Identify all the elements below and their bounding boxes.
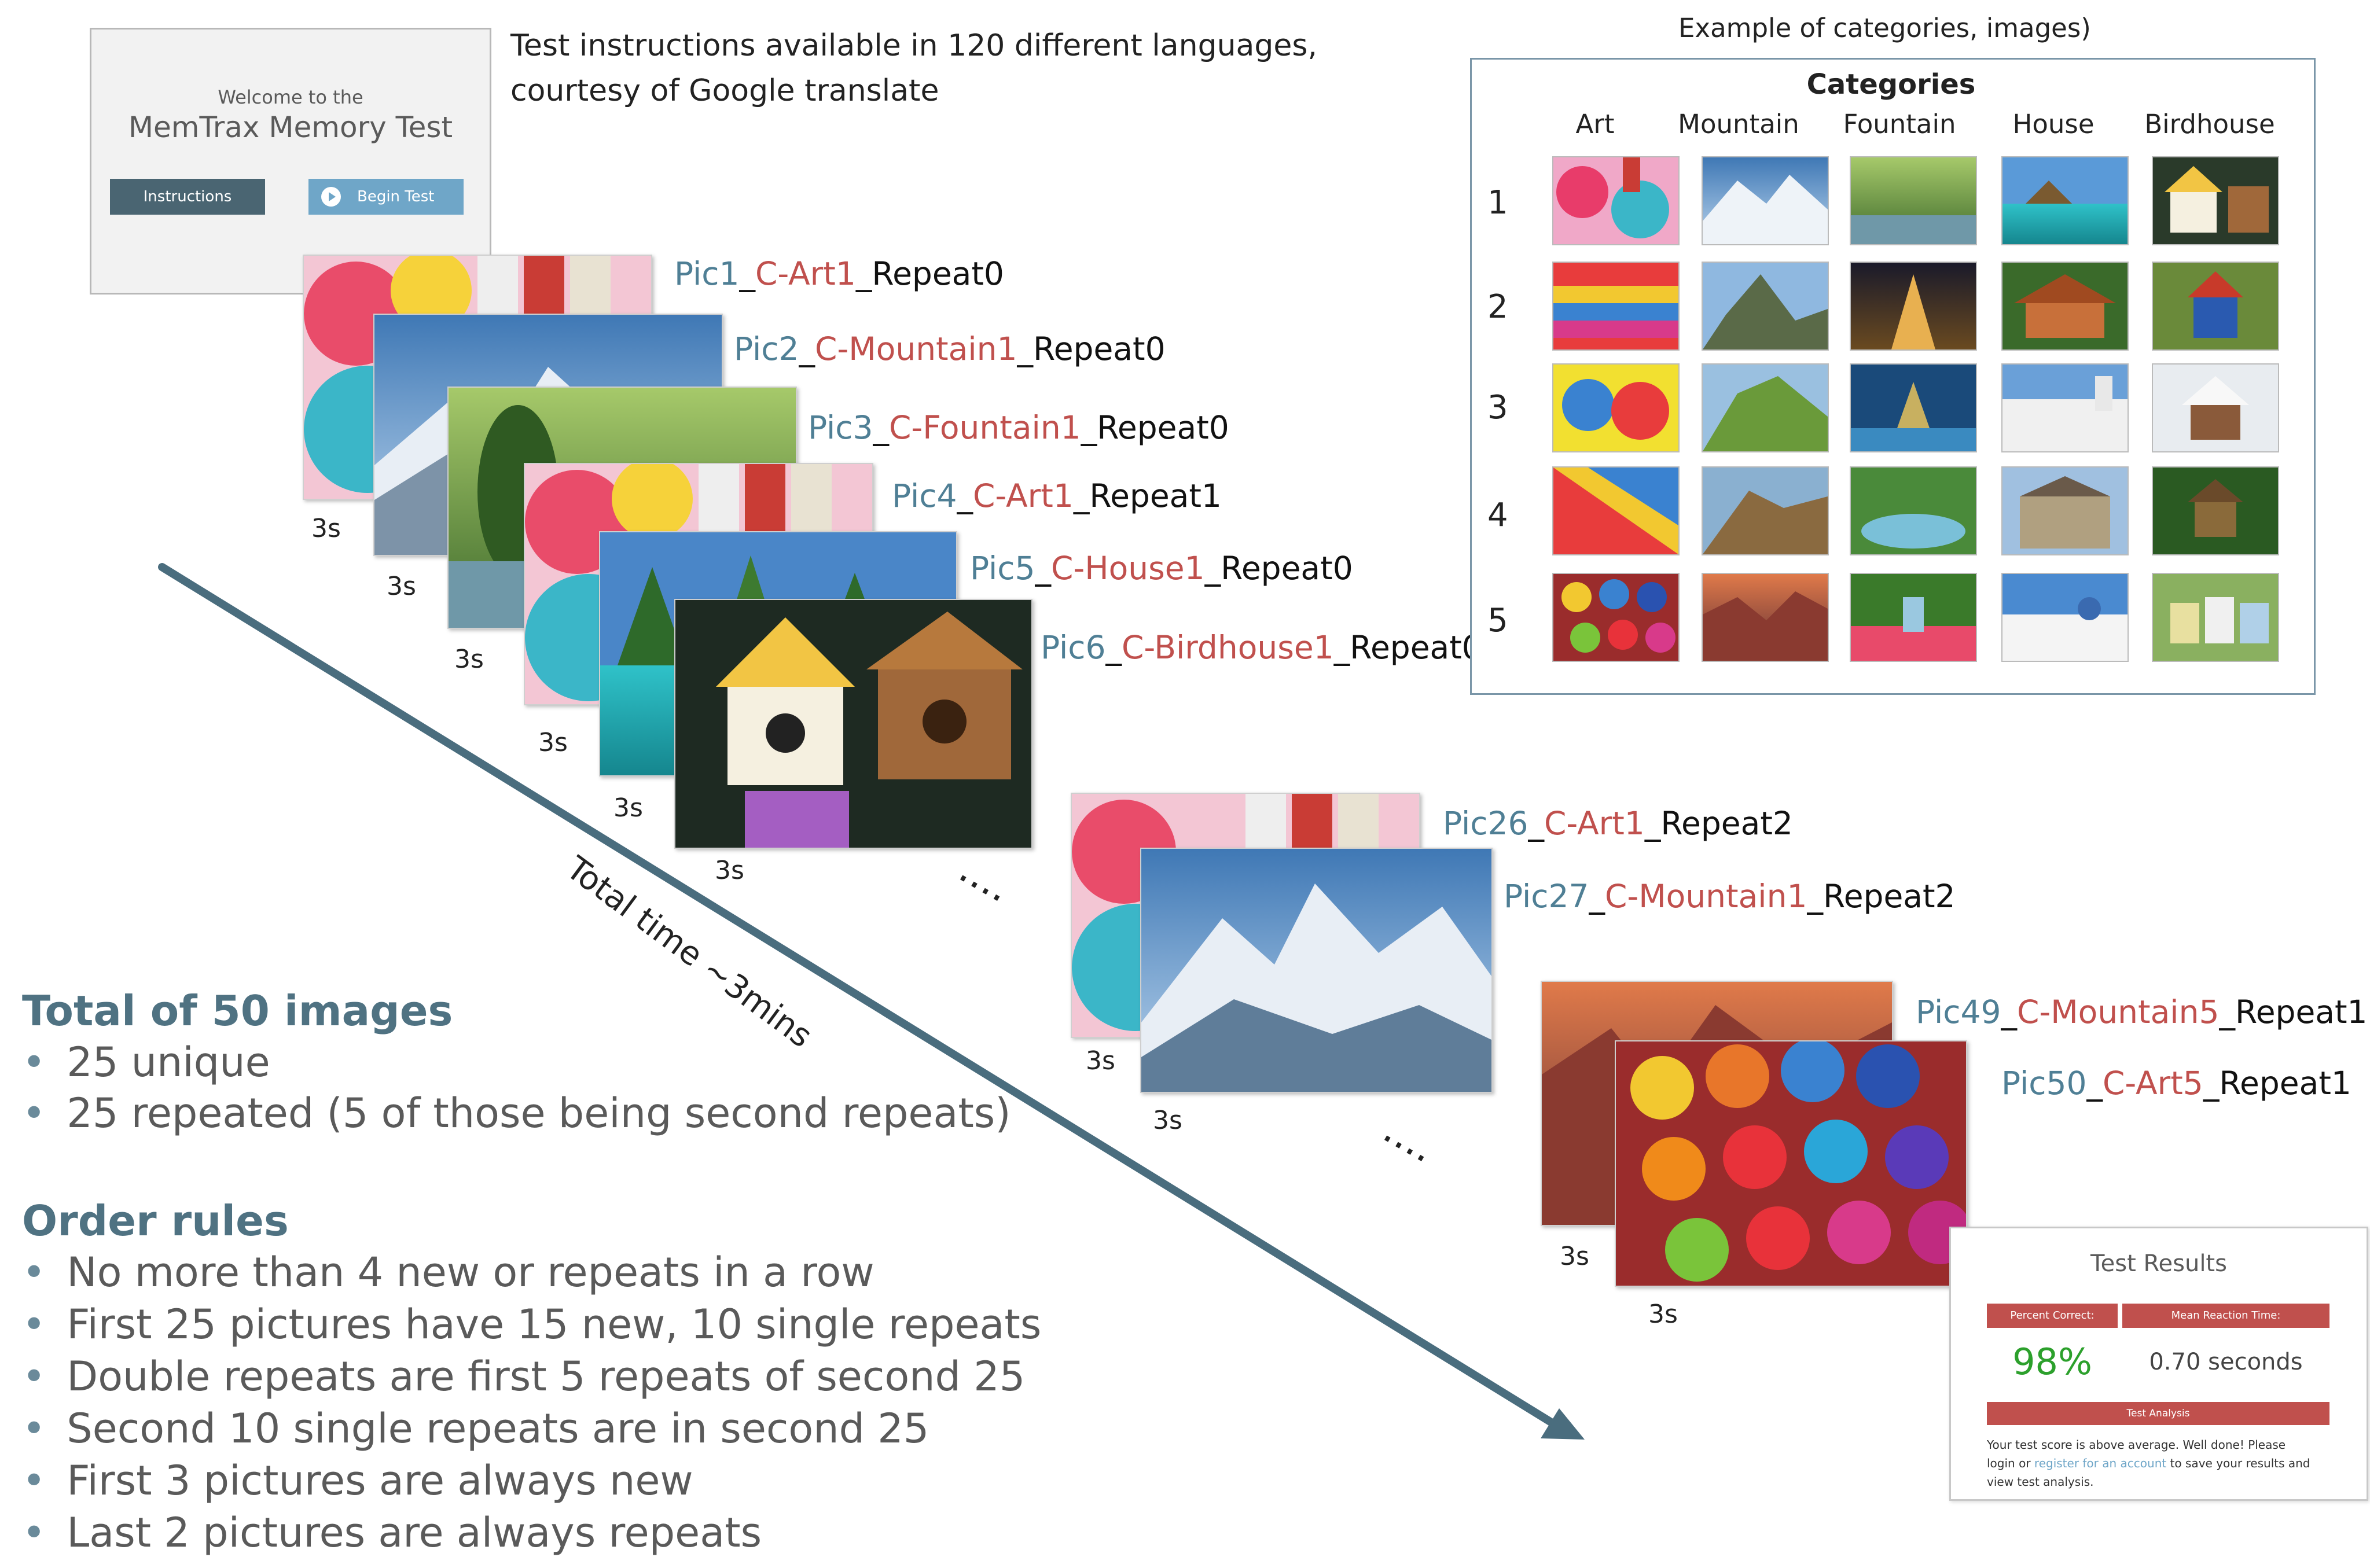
category-row-4: 4 xyxy=(1487,496,1508,534)
rule-item: •No more than 4 new or repeats in a row xyxy=(22,1249,874,1296)
results-message: Your test score is above average. Well d… xyxy=(1987,1438,2310,1489)
pic50-label: Pic50_C-Art5_Repeat1 xyxy=(2001,1065,2351,1102)
category-fountain: Fountain xyxy=(1843,109,1956,139)
thumb-birdhouse-3 xyxy=(2152,363,2279,452)
begin-test-button[interactable]: Begin Test xyxy=(308,179,464,215)
language-note-line1: Test instructions available in 120 diffe… xyxy=(510,28,1318,63)
test-results-title: Test Results xyxy=(2090,1250,2227,1277)
thumb-birdhouse-1 xyxy=(2152,156,2279,245)
thumb-mountain-3 xyxy=(1702,363,1829,452)
thumb-art-4 xyxy=(1552,466,1680,555)
pic27-label: Pic27_C-Mountain1_Repeat2 xyxy=(1504,878,1956,915)
thumb-art-2 xyxy=(1552,262,1680,351)
register-link[interactable]: register for an account xyxy=(2034,1456,2167,1470)
pic2-duration: 3s xyxy=(387,572,416,601)
thumb-fountain-5 xyxy=(1850,573,1977,662)
thumb-mountain-1 xyxy=(1702,156,1829,245)
pic5-duration: 3s xyxy=(613,793,643,823)
language-note-line2: courtesy of Google translate xyxy=(510,73,939,108)
instructions-button[interactable]: Instructions xyxy=(110,179,265,215)
thumb-art-1 xyxy=(1552,156,1680,245)
thumb-fountain-2 xyxy=(1850,262,1977,351)
rule-item: •Second 10 single repeats are in second … xyxy=(22,1405,929,1452)
pic6-duration: 3s xyxy=(715,856,744,885)
pic50-duration: 3s xyxy=(1648,1300,1678,1329)
language-note: Test instructions available in 120 diffe… xyxy=(510,23,1317,113)
pic49-label: Pic49_C-Mountain5_Repeat1 xyxy=(1916,993,2368,1030)
categories-title: Categories xyxy=(1806,68,1976,101)
pic4-duration: 3s xyxy=(538,728,568,757)
welcome-line1: Welcome to the xyxy=(218,86,363,108)
pic26-label: Pic26_C-Art1_Repeat2 xyxy=(1443,805,1793,842)
rule-item: •Double repeats are first 5 repeats of s… xyxy=(22,1353,1026,1400)
rule-item: •First 3 pictures are always new xyxy=(22,1457,693,1504)
pic4-label: Pic4_C-Art1_Repeat1 xyxy=(892,477,1222,514)
pic3-label: Pic3_C-Fountain1_Repeat0 xyxy=(808,409,1229,446)
thumb-mountain-4 xyxy=(1702,466,1829,555)
thumb-house-2 xyxy=(2001,262,2129,351)
thumb-house-5 xyxy=(2001,573,2129,662)
reaction-time-header: Mean Reaction Time: xyxy=(2122,1304,2329,1328)
thumb-birdhouse-5 xyxy=(2152,573,2279,662)
thumb-house-4 xyxy=(2001,466,2129,555)
category-row-3: 3 xyxy=(1487,389,1508,426)
pic6-birdhouse-image xyxy=(674,599,1032,849)
pic49-duration: 3s xyxy=(1560,1242,1589,1271)
thumb-mountain-2 xyxy=(1702,262,1829,351)
thumb-birdhouse-4 xyxy=(2152,466,2279,555)
play-icon xyxy=(321,187,341,207)
begin-test-label: Begin Test xyxy=(357,188,435,205)
thumb-fountain-1 xyxy=(1850,156,1977,245)
percent-correct-header: Percent Correct: xyxy=(1987,1304,2118,1328)
pic50-art-image xyxy=(1615,1040,1967,1287)
reaction-time-value: 0.70 seconds xyxy=(2149,1349,2303,1375)
thumb-art-5 xyxy=(1552,573,1680,662)
thumb-mountain-5 xyxy=(1702,573,1829,662)
summary-title: Total of 50 images xyxy=(22,987,453,1035)
pic2-label: Pic2_C-Mountain1_Repeat0 xyxy=(734,330,1166,367)
pic3-duration: 3s xyxy=(454,645,484,674)
category-row-5: 5 xyxy=(1487,602,1508,639)
pic27-mountain-image xyxy=(1140,848,1493,1093)
pic5-label: Pic5_C-House1_Repeat0 xyxy=(970,550,1353,587)
thumb-birdhouse-2 xyxy=(2152,262,2279,351)
rule-item: •Last 2 pictures are always repeats xyxy=(22,1509,762,1556)
rules-title: Order rules xyxy=(22,1197,289,1245)
test-results-panel: Test Results Percent Correct: Mean React… xyxy=(1949,1227,2368,1501)
category-mountain: Mountain xyxy=(1678,109,1799,139)
thumb-fountain-4 xyxy=(1850,466,1977,555)
pic1-duration: 3s xyxy=(311,514,341,543)
category-row-1: 1 xyxy=(1487,184,1508,222)
pic6-label: Pic6_C-Birdhouse1_Repeat0 xyxy=(1041,629,1482,666)
summary-item: •25 repeated (5 of those being second re… xyxy=(22,1089,1011,1137)
thumb-house-1 xyxy=(2001,156,2129,245)
thumb-house-3 xyxy=(2001,363,2129,452)
thumb-fountain-3 xyxy=(1850,363,1977,452)
pic27-duration: 3s xyxy=(1153,1106,1182,1135)
welcome-screen: Welcome to the MemTrax Memory Test Instr… xyxy=(90,28,491,295)
rule-item: •First 25 pictures have 15 new, 10 singl… xyxy=(22,1301,1042,1348)
category-art: Art xyxy=(1575,109,1615,139)
test-analysis-header: Test Analysis xyxy=(1987,1402,2329,1425)
category-house: House xyxy=(2012,109,2095,139)
thumb-art-3 xyxy=(1552,363,1680,452)
welcome-title: MemTrax Memory Test xyxy=(128,111,453,144)
pic26-duration: 3s xyxy=(1086,1046,1115,1076)
category-row-2: 2 xyxy=(1487,288,1508,326)
category-birdhouse: Birdhouse xyxy=(2144,109,2275,139)
summary-item: •25 unique xyxy=(22,1039,270,1086)
pic1-label: Pic1_C-Art1_Repeat0 xyxy=(674,255,1004,292)
categories-caption: Example of categories, images) xyxy=(1678,13,2091,43)
percent-correct-value: 98% xyxy=(2012,1341,2092,1383)
